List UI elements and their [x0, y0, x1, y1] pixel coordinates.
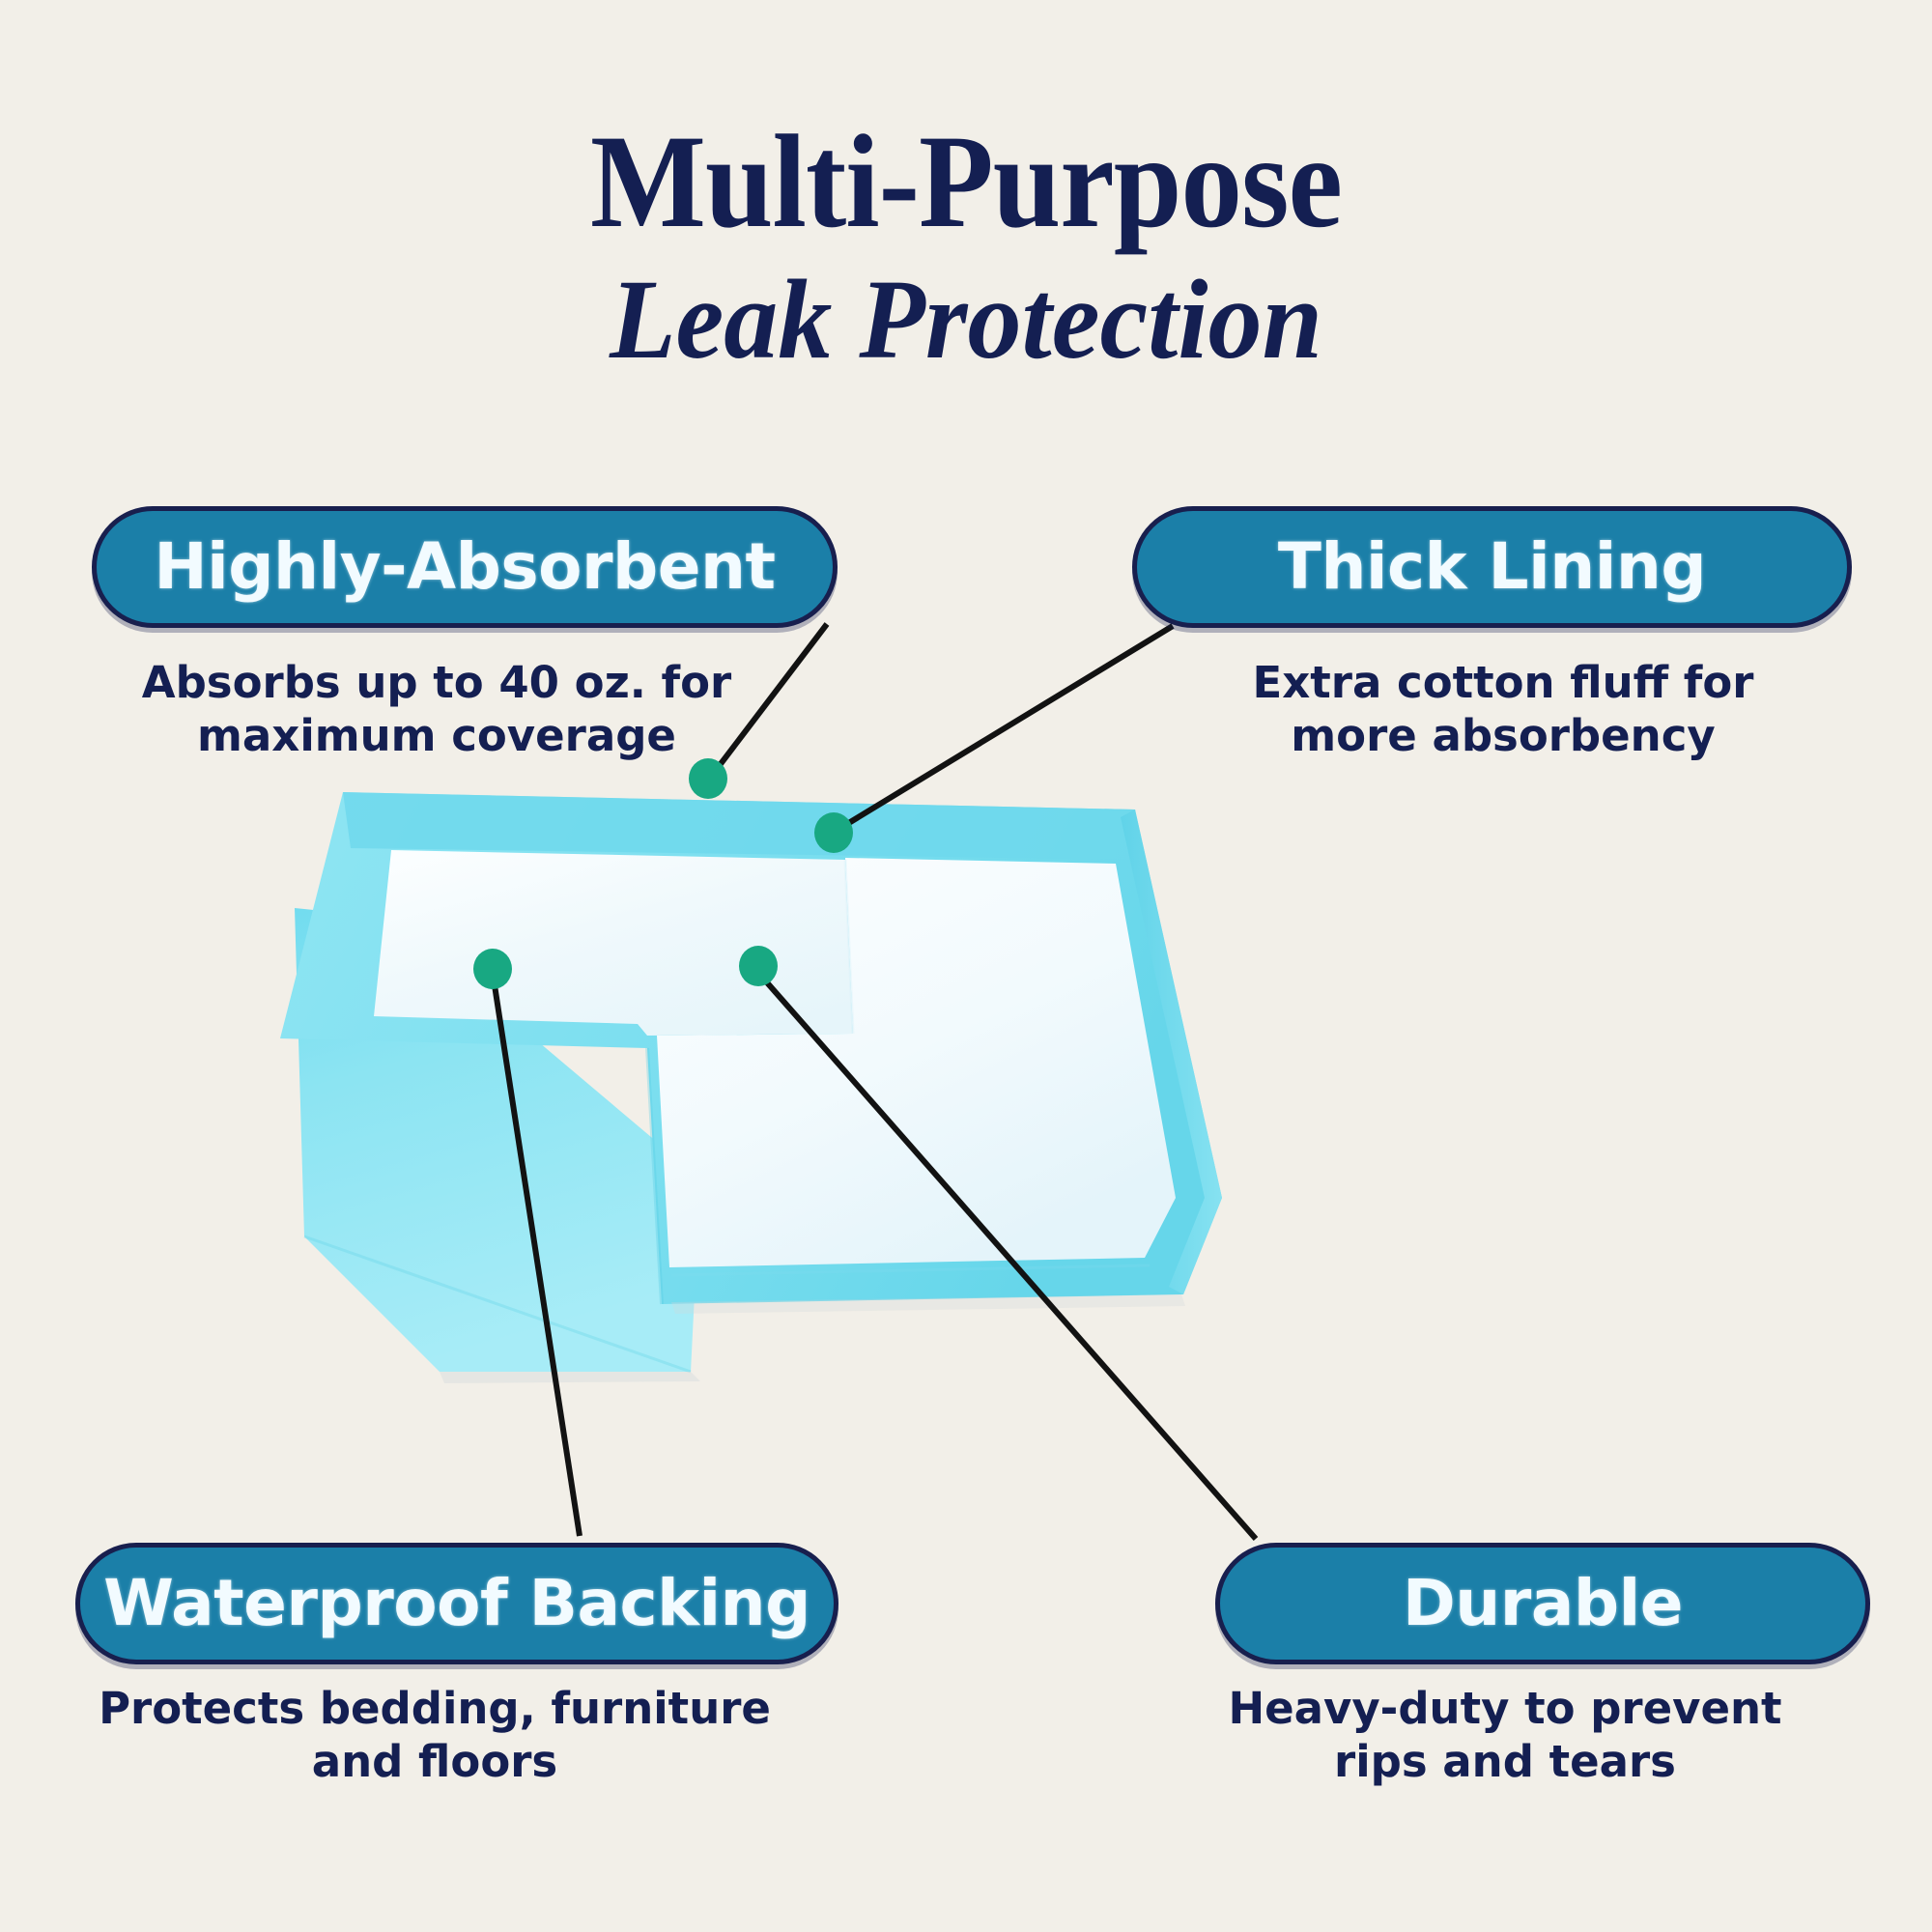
product-image	[280, 792, 1222, 1383]
feature-badge-thick-lining[interactable]: Thick Lining	[1132, 506, 1852, 628]
callout-dot-highly-absorbent[interactable]	[689, 758, 727, 799]
feature-badge-label: Highly-Absorbent	[154, 529, 776, 604]
feature-caption-thick-lining: Extra cotton fluff for more absorbency	[1252, 657, 1754, 761]
feature-badge-label: Durable	[1403, 1566, 1684, 1640]
feature-badge-label: Thick Lining	[1277, 529, 1707, 604]
feature-badge-label: Waterproof Backing	[103, 1566, 810, 1640]
feature-caption-waterproof-backing: Protects bedding, furniture and floors	[99, 1683, 771, 1787]
feature-badge-highly-absorbent[interactable]: Highly-Absorbent	[92, 506, 838, 628]
page-title: Multi-Purpose Leak Protection	[0, 107, 1932, 383]
feature-badge-waterproof-backing[interactable]: Waterproof Backing	[75, 1543, 838, 1664]
callout-dot-durable[interactable]	[739, 946, 778, 986]
title-secondary: Leak Protection	[610, 255, 1322, 383]
feature-badge-durable[interactable]: Durable	[1215, 1543, 1870, 1664]
pad-absorbent-core-left	[374, 850, 853, 1036]
feature-caption-durable: Heavy-duty to prevent rips and tears	[1228, 1683, 1782, 1787]
pad-right-edge	[1121, 810, 1222, 1294]
callout-dot-thick-lining[interactable]	[814, 812, 853, 853]
feature-caption-highly-absorbent: Absorbs up to 40 oz. for maximum coverag…	[141, 657, 732, 761]
callout-dot-waterproof-backing[interactable]	[473, 949, 512, 989]
title-primary: Multi-Purpose	[590, 107, 1343, 255]
